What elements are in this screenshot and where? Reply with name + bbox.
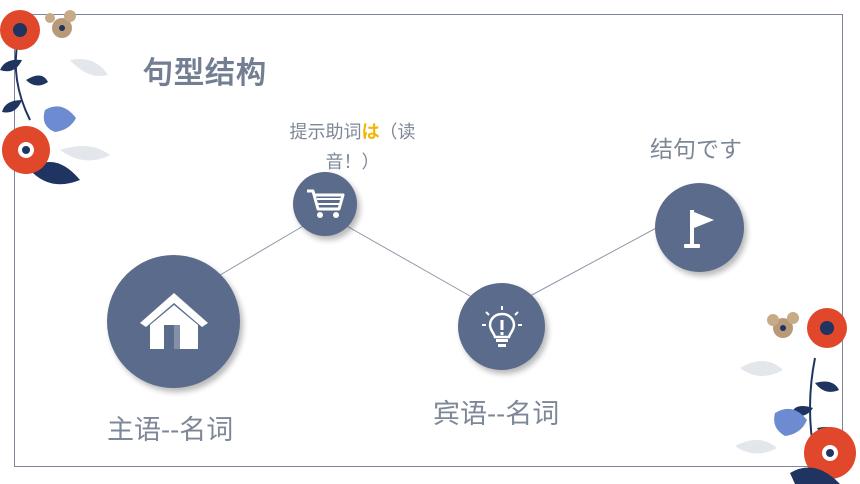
particle-node [293,172,357,236]
lightbulb-icon [481,305,522,347]
ending-node [655,183,744,272]
slide-frame [14,14,843,467]
particle-highlight: は [361,122,380,143]
ending-label: 结句です [650,137,742,163]
particle-note-prefix: 提示助词 [289,122,362,143]
subject-node [107,255,240,388]
object-label: 宾语--名词 [433,399,560,430]
shopping-cart-icon [307,189,345,218]
floral-decoration-top-left [0,10,110,185]
floral-decoration-bottom-right [735,308,856,484]
slide-title: 句型结构 [143,56,267,91]
home-icon [139,292,208,349]
particle-note-suffix: （读音！） [325,122,416,173]
particle-note: 提示助词は（读音！） [275,118,430,178]
object-node [458,283,545,370]
subject-label: 主语--名词 [107,415,234,446]
flag-icon [683,209,714,248]
